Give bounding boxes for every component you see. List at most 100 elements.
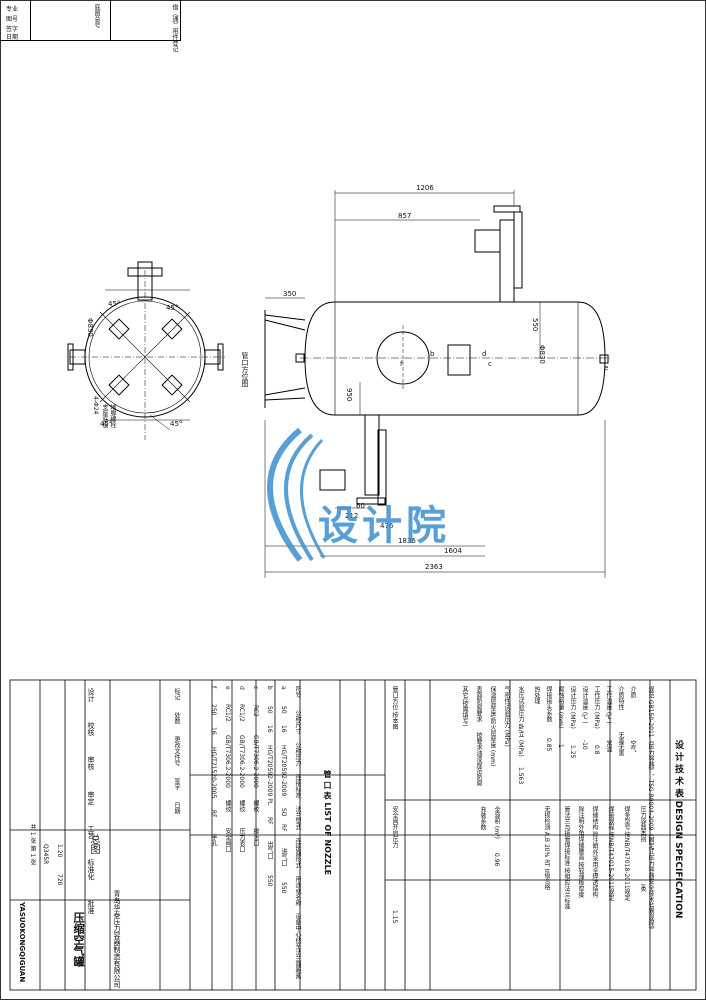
roles: 设计 校核 审核 审定 工艺 标准化 批准 bbox=[86, 688, 96, 914]
spec-label: 工作压力 (MPa) bbox=[593, 686, 600, 729]
nozzle-h0: 符号 bbox=[294, 686, 301, 698]
spec-row-4: 工作压力 (MPa) 0.8 bbox=[592, 686, 601, 754]
dim-dia830b: Φ830 bbox=[86, 318, 94, 337]
cell: 安全阀口 bbox=[224, 828, 231, 852]
company-name: 青岛华泰压力容器制造有限公司 bbox=[113, 890, 121, 988]
cell: d bbox=[238, 686, 245, 690]
nozzle-label-e: e bbox=[604, 364, 609, 372]
spec-row-12: 保温层厚度/防火层厚度 (mm) bbox=[488, 686, 497, 766]
cell: 排污口 bbox=[252, 827, 259, 846]
spec-right-row-7: 全容积 (m³) 0.96 bbox=[492, 806, 501, 866]
cell: RC1/2 bbox=[238, 703, 245, 722]
spec-row-14: 其它(按需填写) bbox=[460, 686, 469, 727]
scale: 1:20 bbox=[56, 844, 63, 858]
cell: 550 bbox=[280, 881, 287, 894]
nozzle-h7: 设备中心线至法兰面距离 bbox=[294, 913, 301, 980]
cell: 进气口 bbox=[280, 848, 287, 867]
nozzle-row-c: c RC2 GB/T7306.2-2000 螺纹 排污口 bbox=[251, 686, 260, 846]
nozzle-label-d: d bbox=[482, 350, 487, 358]
spec-value: GB150-2011《压力容器》、TSG R0004-2009《固定式压力容器安… bbox=[647, 699, 654, 933]
nozzle-row-e: e RC1/2 GB/T7306.2-2000 螺纹 安全阀口 bbox=[223, 686, 232, 852]
dim-1604: 1604 bbox=[444, 547, 462, 555]
product-pinyin: YASUOKONGQIGUAN bbox=[18, 902, 26, 983]
cell: 16 bbox=[280, 725, 287, 733]
left-label-1: 专业 bbox=[6, 6, 19, 13]
cell: 550 bbox=[266, 874, 273, 886]
dim-950: 950 bbox=[345, 388, 353, 402]
nozzle-h4: 法兰型式 bbox=[294, 805, 301, 830]
cell: a bbox=[280, 686, 287, 690]
cell: RC1/2 bbox=[224, 703, 231, 722]
role: 审定 bbox=[87, 790, 95, 805]
spec-label: 设计压力 (MPa) bbox=[569, 686, 576, 729]
deg-3: 45° bbox=[108, 300, 121, 308]
cell: HG/T20592-2009 PL bbox=[266, 744, 273, 806]
spec-label: 充装系数 bbox=[479, 806, 486, 830]
role: 工艺 bbox=[87, 824, 95, 839]
nozzle-row-a: a 50 16 HG/T20592-2009 SO RF 进气口 550 bbox=[279, 686, 288, 893]
dim-476: 476 bbox=[380, 522, 394, 530]
spec-right-row-2: 焊接规程 按NB/T47015-2011规定 bbox=[606, 806, 615, 901]
nozzle-h6: 用途或名称 bbox=[294, 875, 301, 906]
cell: e bbox=[224, 686, 231, 690]
nozzle-row-b: b 50 16 HG/T20592-2009 PL RF 出气口 550 bbox=[265, 686, 274, 886]
cell: GB/T7306.2-2000 bbox=[224, 735, 231, 789]
spec-row-15: 管口方位 按本图 bbox=[390, 686, 399, 730]
spec-value: 1.25 bbox=[569, 744, 576, 759]
spec-label: 无损检测 bbox=[543, 806, 550, 830]
nozzle-h5: 连接面形式 bbox=[294, 837, 301, 868]
nozzle-label-f: f bbox=[400, 360, 403, 368]
nozzle-label-c: c bbox=[488, 360, 492, 368]
left-strip-cells bbox=[30, 0, 111, 41]
dim-4holes: 4-Φ24 bbox=[92, 396, 99, 415]
cell: 出气口 bbox=[266, 840, 273, 859]
spec-label: 水压试验压力 卧/立 (MPa) bbox=[517, 686, 524, 757]
spec-right-row-3: 焊缝结构 除注明外采用全焊透结构 bbox=[590, 806, 599, 898]
cell: b bbox=[266, 686, 273, 690]
deg-4: 45° bbox=[100, 420, 113, 428]
cell: RF bbox=[266, 817, 273, 825]
spec-row-11: 气密性试验压力 (MPa) bbox=[502, 686, 511, 747]
spec-label: 焊接规程 bbox=[607, 806, 614, 830]
nozzle-h1: 公称尺寸 bbox=[294, 709, 301, 734]
spec-right-row-8: 充装系数 bbox=[478, 806, 487, 830]
spec-row-5: 设计温度 (℃) -10 bbox=[580, 686, 589, 749]
dim-212: 212 bbox=[345, 512, 359, 520]
nozzle-row-d: d RC1/2 GB/T7306.2-2000 螺纹 压力表口 bbox=[237, 686, 246, 852]
cell: 16 bbox=[210, 727, 217, 736]
nozzle-h2: 公称压力 bbox=[294, 741, 301, 766]
spec-value: I类 bbox=[639, 883, 646, 892]
sheet: 共 1 张 第 1 张 bbox=[29, 824, 36, 866]
spec-value: 1.563 bbox=[517, 766, 524, 784]
spec-label: 压力容器类别 bbox=[639, 806, 646, 842]
spec-label: 焊接接头系数 bbox=[545, 686, 552, 722]
nozzle-table-title: 管 口 表 LIST OF NOZZLE bbox=[323, 770, 332, 876]
spec-value: 常温 bbox=[605, 739, 612, 752]
cell: c bbox=[252, 686, 259, 690]
left-strip bbox=[0, 0, 31, 41]
left-label-4: 日期 bbox=[6, 34, 19, 41]
strip-label-1: 底图总号 bbox=[93, 4, 100, 28]
cell: GB/T7306.2-2000 bbox=[252, 735, 259, 788]
spec-value: 按要求油漆规范防腐 bbox=[475, 731, 482, 786]
nozzle-label-b: b bbox=[430, 350, 435, 358]
cell: RC2 bbox=[252, 705, 259, 718]
spec-label: 介质特性 bbox=[617, 686, 624, 710]
spec-label: 腐蚀裕量 (mm) bbox=[557, 686, 564, 729]
spec-value: 除注明外采用全焊透结构 bbox=[591, 831, 598, 898]
spec-extra: 安全阀开启压力 1.15 bbox=[390, 806, 399, 923]
spec-right-row-1: 焊条型号 按NB/T47018-2011规定 bbox=[622, 806, 631, 901]
deg-2: 45° bbox=[170, 420, 183, 428]
spec-label: 规范 bbox=[647, 686, 654, 698]
spec-value: 0.96 bbox=[493, 852, 500, 867]
deg-1: 45° bbox=[166, 304, 179, 312]
spec-value: 0.85 bbox=[545, 737, 552, 752]
dim-350: 350 bbox=[283, 290, 297, 298]
orientation-note: 管口方位图 bbox=[241, 352, 249, 387]
dim-1206: 1206 bbox=[416, 184, 434, 192]
cell: 螺纹 bbox=[238, 800, 245, 813]
drawing-type: 总图 bbox=[88, 834, 99, 854]
role: 设计 bbox=[87, 688, 95, 702]
role: 审核 bbox=[87, 756, 95, 771]
cell: RF bbox=[210, 810, 217, 818]
